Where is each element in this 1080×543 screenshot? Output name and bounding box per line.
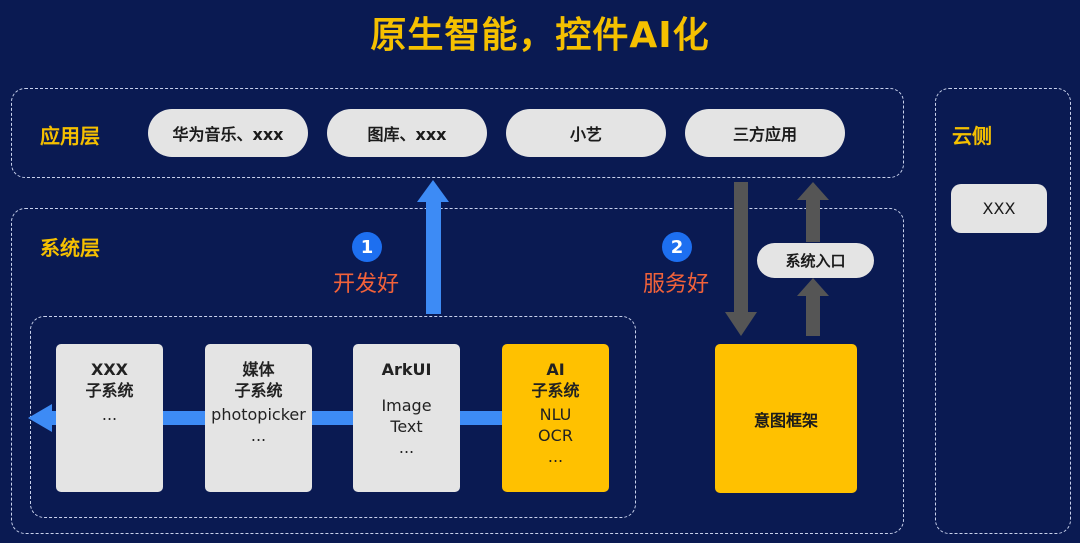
system-layer-box [11,208,904,534]
down-arrow-shaft [734,182,748,314]
card-line: ... [547,447,564,466]
step-2-badge: 2 [662,232,692,262]
app-layer-box [11,88,904,178]
step-1-badge: 1 [352,232,382,262]
card-line: Image [381,396,432,415]
card-line: OCR [538,426,573,445]
card-title: 子系统 [234,381,283,400]
up-arrow-lower-shaft [806,294,820,336]
card-line: ... [101,405,118,424]
subsystem-card-ai[interactable]: AI 子系统 NLU OCR ... [502,344,609,492]
subsystem-card-arkui[interactable]: ArkUI Image Text ... [353,344,460,492]
card-title: XXX [90,360,128,379]
app-pill-third-party[interactable]: 三方应用 [685,109,845,157]
card-title: ArkUI [381,360,432,379]
card-line: NLU [539,405,572,424]
cloud-item[interactable]: XXX [951,184,1047,233]
horizontal-flow-arrowhead [28,404,52,432]
card-line: ... [250,426,267,445]
system-layer-label: 系统层 [40,236,100,260]
card-title: 子系统 [85,381,134,400]
up-arrow-upper-head [797,182,829,200]
up-arrow-lower-head [797,278,829,296]
cloud-label: 云侧 [952,124,992,148]
dev-arrow-shaft [426,200,441,314]
card-title: 子系统 [531,381,580,400]
cloud-box [935,88,1071,534]
down-arrow-head [725,312,757,336]
subsystem-card-xxx[interactable]: XXX 子系统 ... [56,344,163,492]
card-line: ... [398,438,415,457]
intent-framework-box[interactable]: 意图框架 [715,344,857,493]
up-arrow-upper-shaft [806,198,820,242]
card-line: Text [390,417,423,436]
step-1-label: 开发好 [333,272,400,297]
card-title: 媒体 [242,360,275,379]
step-2-label: 服务好 [643,272,710,297]
subsystem-card-media[interactable]: 媒体 子系统 photopicker ... [205,344,312,492]
card-line: photopicker [211,405,306,424]
system-entry-pill[interactable]: 系统入口 [757,243,874,278]
app-pill-xiaoyi[interactable]: 小艺 [506,109,666,157]
app-pill-gallery[interactable]: 图库、xxx [327,109,487,157]
page-title: 原生智能，控件AI化 [370,15,710,56]
app-layer-label: 应用层 [40,124,100,148]
app-pill-music[interactable]: 华为音乐、xxx [148,109,308,157]
dev-arrow-head [417,180,449,202]
card-title: AI [546,360,565,379]
